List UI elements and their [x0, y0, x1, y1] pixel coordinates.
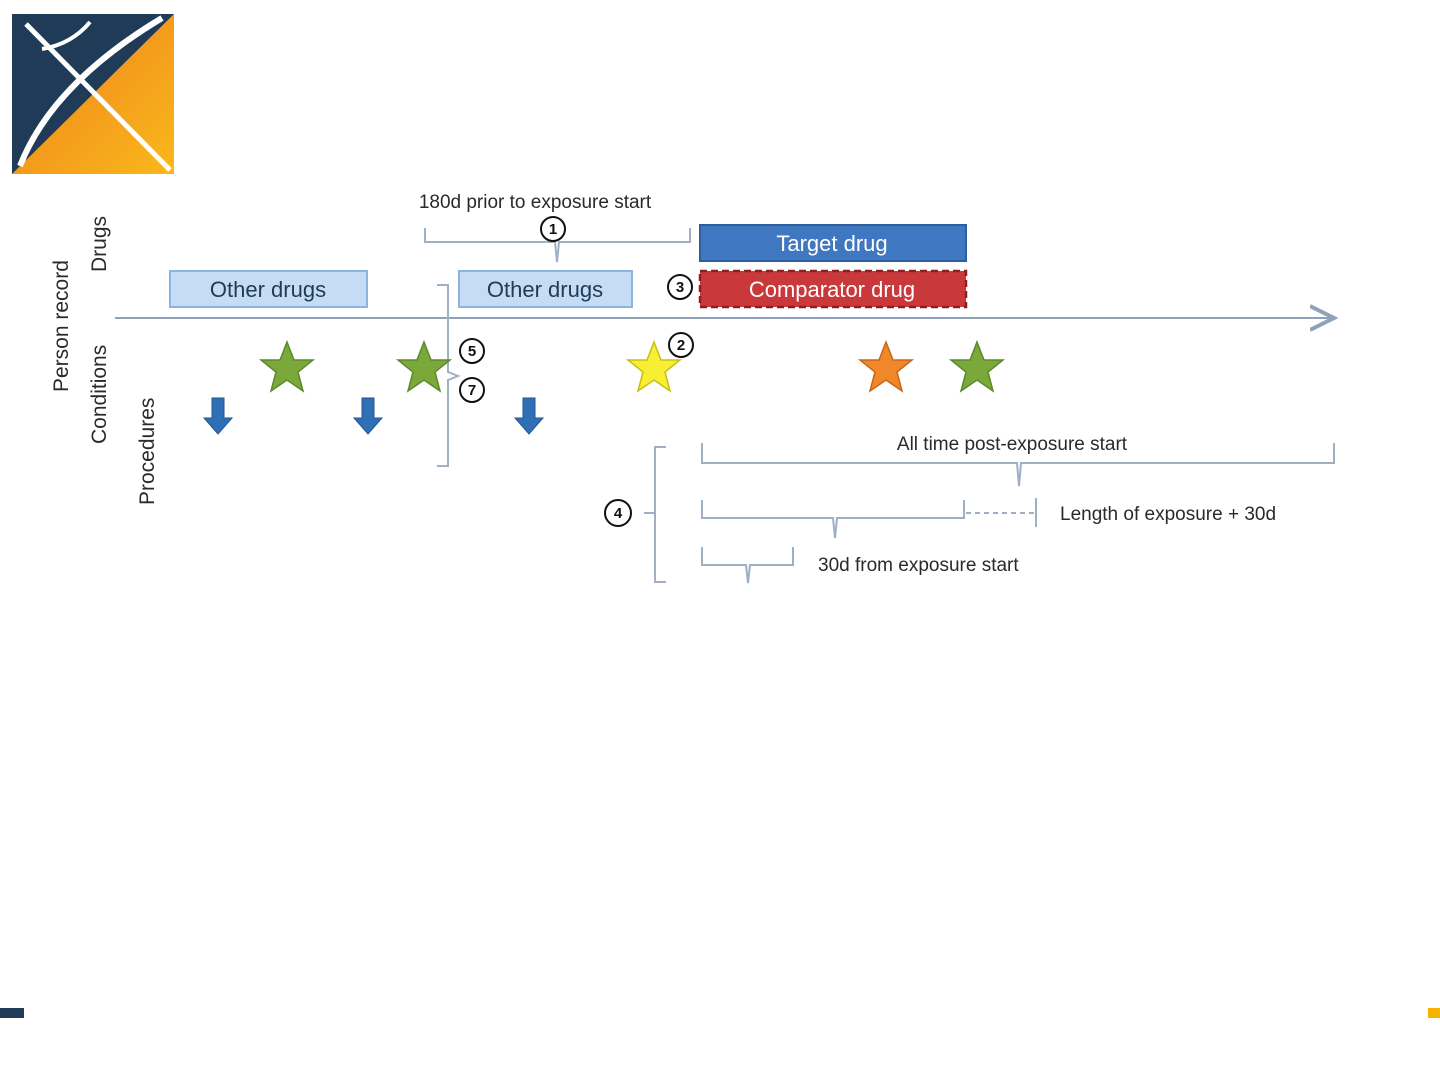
outcome-star-orange-icon	[860, 342, 912, 391]
row-label-conditions: Conditions	[88, 345, 111, 444]
footer-accent-left	[0, 1008, 24, 1018]
other-drugs-label-1: Other drugs	[210, 277, 326, 302]
marker-7: 7	[460, 378, 484, 402]
target-drug-label: Target drug	[776, 231, 887, 256]
marker-1: 1	[541, 217, 565, 241]
length-exposure-brace	[702, 500, 964, 538]
row-label-procedures: Procedures	[136, 398, 159, 505]
footer-accent-right	[1428, 1008, 1440, 1018]
other-drugs-label-2: Other drugs	[487, 277, 603, 302]
svg-text:7: 7	[468, 382, 476, 399]
thirty-days-label: 30d from exposure start	[818, 555, 1019, 576]
marker-3: 3	[668, 275, 692, 299]
condition-star-icon	[951, 342, 1003, 391]
lookback-bracket	[437, 285, 458, 466]
marker-2: 2	[669, 333, 693, 357]
condition-star-icon	[261, 342, 313, 391]
outcome-windows-bracket	[644, 447, 666, 582]
marker-5: 5	[460, 339, 484, 363]
procedure-arrow-icon	[204, 398, 543, 434]
svg-text:1: 1	[549, 221, 557, 238]
svg-text:4: 4	[614, 505, 623, 522]
svg-text:2: 2	[677, 337, 685, 354]
marker-4: 4	[605, 500, 631, 526]
thirty-days-brace	[702, 547, 793, 583]
row-label-person-record: Person record	[50, 260, 73, 392]
row-label-drugs: Drugs	[88, 216, 111, 272]
comparator-drug-label: Comparator drug	[749, 277, 915, 302]
svg-text:5: 5	[468, 343, 476, 360]
svg-text:3: 3	[676, 279, 684, 296]
prior-window-label: 180d prior to exposure start	[419, 192, 652, 213]
condition-star-icon	[398, 342, 450, 391]
all-time-label: All time post-exposure start	[897, 434, 1128, 455]
length-exposure-label: Length of exposure + 30d	[1060, 504, 1276, 525]
